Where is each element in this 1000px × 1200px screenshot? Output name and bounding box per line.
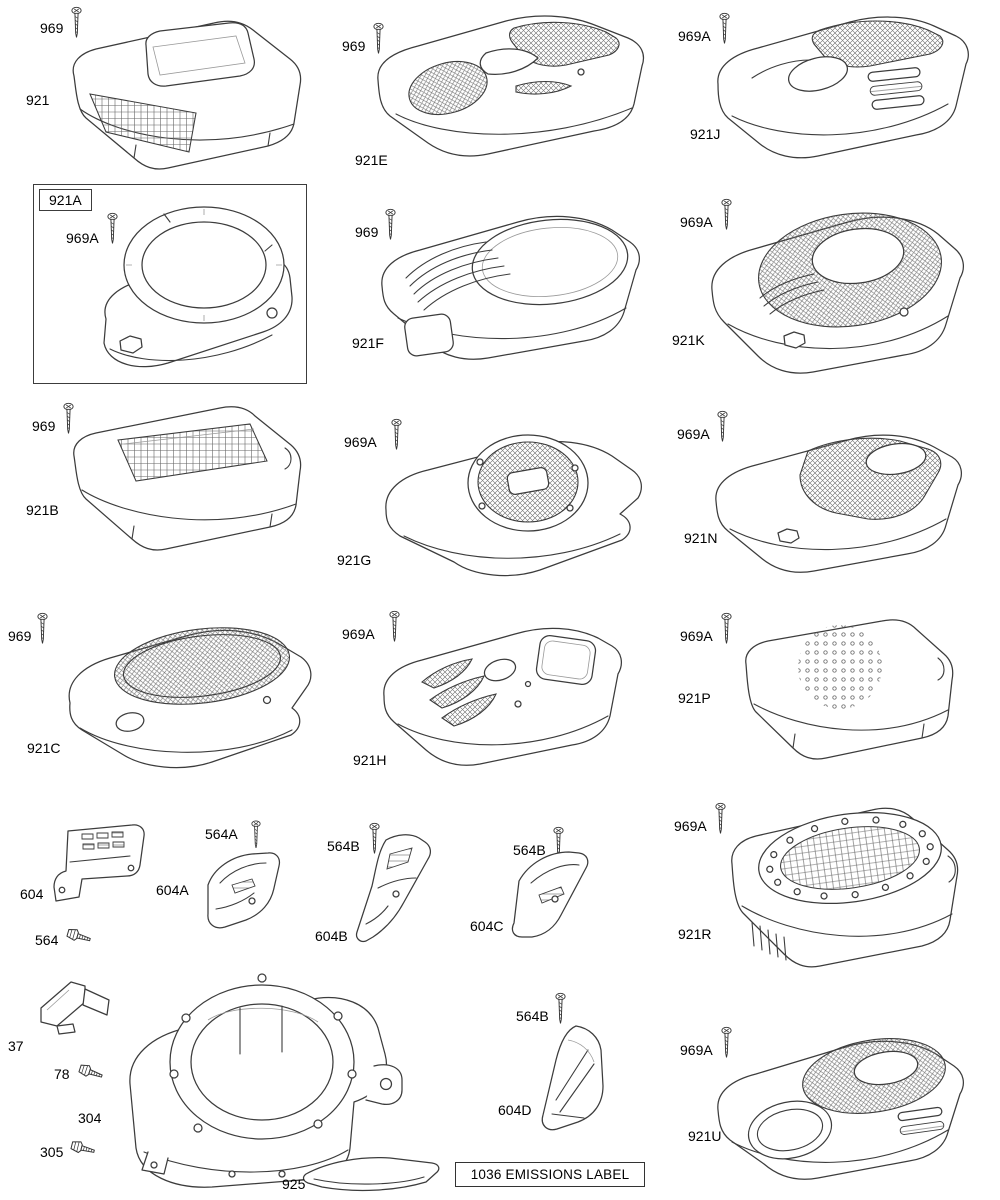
part-label: 304 [78,1110,102,1126]
screw-label: 969A [680,628,713,644]
part-label: 921R [678,926,712,942]
screw-label: 969A [342,626,375,642]
part-illustration-921R [731,807,959,968]
screw-label: 969 [342,38,366,54]
screw-label: 564 [35,932,59,948]
part-label: 921U [688,1128,722,1144]
screw-label: 969 [40,20,64,36]
screw-label: 564B [516,1008,549,1024]
part-illustration-921N [715,434,962,573]
part-illustration-921C [68,627,312,769]
part-illustration-921K [711,212,964,374]
part-label: 37 [8,1038,24,1054]
part-illustration-604B [355,834,432,943]
part-illustration-921E [377,15,645,157]
emissions-label-box: 1036 EMISSIONS LABEL [455,1162,645,1187]
part-921A-frame [33,184,307,384]
part-illustration-921U [717,1038,964,1180]
part-illustration-921A [103,206,293,368]
part-label: 604A [156,882,189,898]
part-illustration-921J [717,16,969,159]
screw-label: 969A [677,426,710,442]
emissions-label-text: 1036 EMISSIONS LABEL [470,1167,630,1182]
screw-label: 564A [205,826,238,842]
part-label: 604C [470,918,504,934]
part-illustration-925 [302,1157,440,1192]
part-illustration-37 [40,981,110,1035]
part-label: 925 [282,1176,306,1192]
part-label: 921H [353,752,387,768]
screw-label: 969A [680,1042,713,1058]
part-illustration-604A [207,852,281,929]
part-illustration-921H [383,627,622,766]
part-illustration-304 [129,973,403,1188]
part-illustration-921 [72,20,302,170]
bolt-icon [65,927,93,945]
part-label: 921K [672,332,705,348]
part-label: 921J [690,126,721,142]
screw-label: 969 [8,628,32,644]
part-illustration-921F [381,215,640,360]
screw-label: 564B [327,838,360,854]
part-label: 604D [498,1102,532,1118]
screw-label: 969A [680,214,713,230]
part-label: 78 [54,1066,70,1082]
bolt-icon [77,1062,105,1082]
screw-label: 969A [344,434,377,450]
screw-label: 969A [678,28,711,44]
part-label: 921F [352,335,384,351]
part-label: 921E [355,152,388,168]
part-label: 921C [27,740,61,756]
part-label-tag: 921A [39,189,92,211]
part-label: 604B [315,928,348,944]
screw-label: 969A [66,230,99,246]
part-illustration-604C [511,851,589,938]
part-illustration-921B [73,406,302,551]
part-illustration-921P [745,619,954,760]
part-illustration-921G [385,434,642,577]
screw-label: 969 [32,418,56,434]
screw-label: 969 [355,224,379,240]
part-label: 921G [337,552,372,568]
part-label: 921B [26,502,59,518]
part-illustration-604 [53,824,145,902]
part-label: 305 [40,1144,64,1160]
part-label: 921 [26,92,50,108]
bolt-icon [70,1139,96,1157]
screw-label: 969A [674,818,707,834]
part-illustration-604D [541,1025,604,1131]
screw-label: 564B [513,842,546,858]
part-label: 921N [684,530,718,546]
part-label: 604 [20,886,44,902]
part-label: 921P [678,690,711,706]
